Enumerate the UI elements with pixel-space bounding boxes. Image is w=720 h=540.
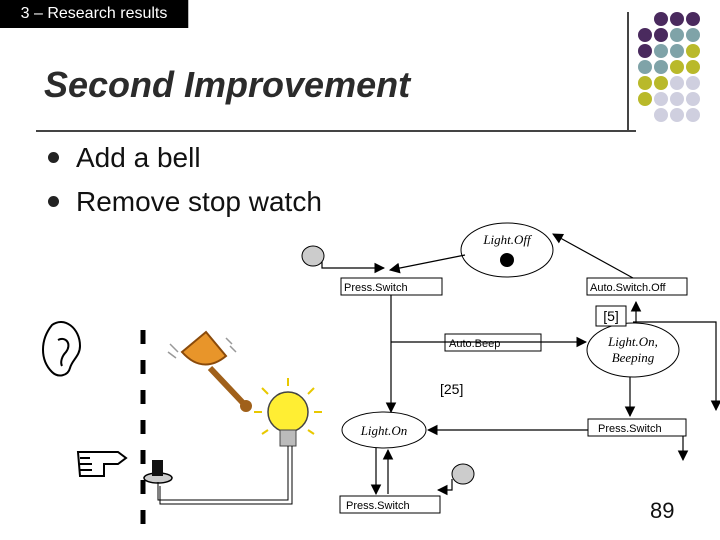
decorative-dot (654, 44, 668, 58)
decorative-dot (670, 60, 684, 74)
transition-arrow (436, 479, 453, 496)
section-tag: 3 – Research results (0, 0, 189, 28)
timer-label: [5] (603, 308, 619, 324)
bell-icon (167, 330, 252, 412)
bullet-item: Add a bell (48, 142, 322, 186)
action-label: Auto.Switch.Off (590, 282, 667, 294)
decorative-dot (686, 12, 700, 26)
bullet-text: Add a bell (76, 142, 201, 173)
light-bulb-icon (254, 378, 322, 447)
decorative-dot (686, 44, 700, 58)
timer-label: [25] (440, 381, 463, 397)
initial-marker (301, 245, 325, 267)
state-label-line-2: Beeping (612, 350, 655, 365)
decorative-dot (670, 12, 684, 26)
decorative-dot (670, 28, 684, 42)
transition-arrow (321, 262, 386, 274)
decorative-dot (638, 92, 652, 106)
action-press-switch-right (587, 418, 687, 437)
decorative-dot (670, 92, 684, 106)
state-light-off (460, 222, 554, 278)
state-light-on-beeping (586, 322, 680, 378)
bullet-icon (48, 196, 59, 207)
slide-title: Second Improvement (44, 64, 411, 105)
decorative-dot (638, 44, 652, 58)
decorative-dot (686, 60, 700, 74)
bullet-list: Add a bell Remove stop watch (48, 142, 322, 230)
transition-arrow (388, 254, 466, 274)
page-number: 89 (650, 498, 675, 523)
title-underline (36, 130, 636, 132)
bullet-icon (48, 152, 59, 163)
bullet-item: Remove stop watch (48, 186, 322, 230)
ear-icon (42, 320, 82, 377)
state-indicator-dot (500, 253, 514, 267)
decorative-dot (670, 76, 684, 90)
decorative-dot (670, 44, 684, 58)
pointing-hand-icon (76, 451, 128, 477)
decorative-dot (638, 76, 652, 90)
decorative-vertical-line (627, 12, 629, 132)
wires (157, 446, 293, 505)
switch-button-icon (143, 460, 173, 484)
decorative-dot (654, 108, 668, 122)
decorative-dot (638, 60, 652, 74)
action-press-switch-bottom (339, 495, 441, 514)
decorative-dot (638, 28, 652, 42)
transition-arrow (552, 233, 634, 279)
decorative-dot (654, 76, 668, 90)
initial-marker (451, 463, 475, 485)
decorative-dot (670, 108, 684, 122)
state-light-on (341, 411, 427, 449)
decorative-dot (686, 28, 700, 42)
decorative-dot (654, 12, 668, 26)
transition-arrow (633, 321, 720, 412)
timer-box-5 (595, 305, 627, 327)
action-label: Press.Switch (598, 423, 662, 435)
decorative-dot (654, 28, 668, 42)
decorative-dot (686, 92, 700, 106)
decorative-dot (686, 108, 700, 122)
decorative-dot (686, 76, 700, 90)
action-auto-switch-off (586, 277, 688, 296)
state-label-line-1: Light.On, (607, 334, 658, 349)
decorative-dot (654, 92, 668, 106)
action-label: Press.Switch (344, 282, 408, 294)
decorative-dot (654, 60, 668, 74)
action-label: Auto.Beep (449, 338, 500, 350)
state-light-off-label: Light.Off (482, 232, 533, 247)
bullet-text: Remove stop watch (76, 186, 322, 217)
action-label: Press.Switch (346, 500, 410, 512)
state-light-on-label: Light.On (360, 423, 408, 438)
